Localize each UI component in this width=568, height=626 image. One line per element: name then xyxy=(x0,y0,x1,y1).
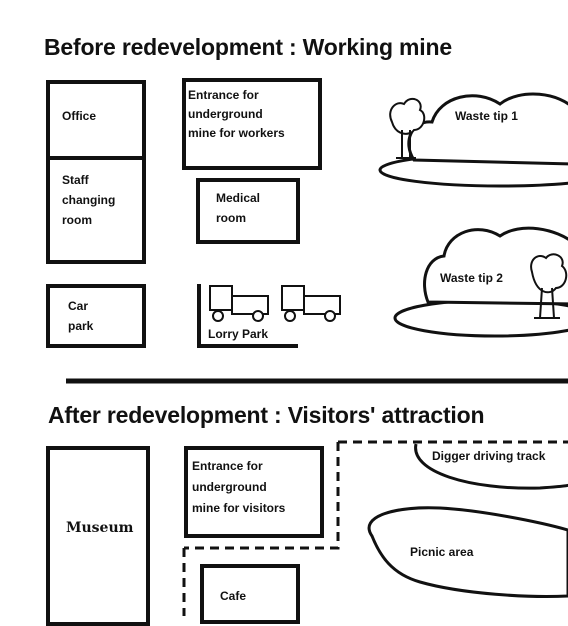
staff-changing-room-label: Staff changing room xyxy=(62,173,116,227)
waste-tip-2-label: Waste tip 2 xyxy=(440,271,503,285)
museum-box xyxy=(46,446,150,626)
tree-icon xyxy=(530,253,568,319)
staff-changing-room-box xyxy=(46,156,146,264)
picnic-area-shape xyxy=(367,506,568,598)
entrance-workers-box xyxy=(182,78,322,170)
lorry-park-label: Lorry Park xyxy=(208,327,269,341)
lorry-icon xyxy=(209,285,269,322)
digger-track-shape xyxy=(414,443,568,490)
museum-label: Museum xyxy=(66,520,134,536)
entrance-visitors-label: Entrance for underground mine for visito… xyxy=(192,459,286,515)
lorry-icon xyxy=(281,285,341,322)
cafe-box xyxy=(200,564,300,624)
medical-room-box xyxy=(196,178,300,244)
entrance-workers-label: Entrance for underground mine for worker… xyxy=(188,88,285,140)
waste-tip-1-label: Waste tip 1 xyxy=(455,109,518,123)
dashed-zone-boundary xyxy=(182,440,568,616)
car-park-box xyxy=(46,284,146,348)
picnic-area-label: Picnic area xyxy=(410,545,474,559)
tree-icon xyxy=(389,97,426,159)
office-label: Office xyxy=(62,109,97,123)
after-title: After redevelopment : Visitors' attracti… xyxy=(48,402,485,428)
entrance-visitors-box xyxy=(184,446,324,538)
cafe-label: Cafe xyxy=(220,589,247,603)
before-title: Before redevelopment : Working mine xyxy=(44,34,452,60)
digger-driving-track-label: Digger driving track xyxy=(432,449,546,463)
waste-tip-2-shape xyxy=(393,226,568,338)
car-park-label: Car park xyxy=(68,299,94,333)
lorry-park-enclosure xyxy=(197,284,298,348)
medical-room-label: Medical room xyxy=(216,191,261,225)
